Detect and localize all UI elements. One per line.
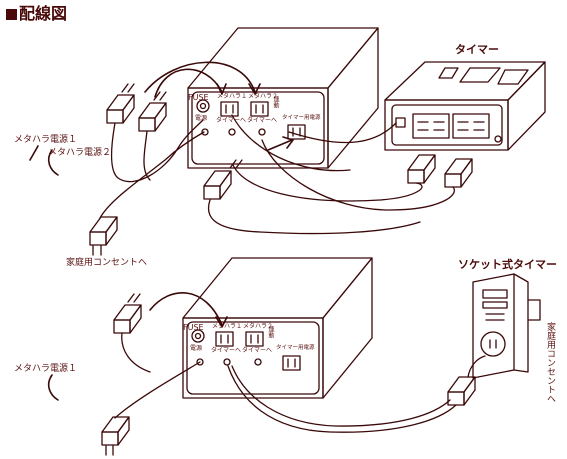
top-arrows [29,61,294,176]
top-plug-middle [203,159,243,200]
bottom-interlock-label: 連動 [267,326,274,338]
power2-label: メタハラ電源２ [48,148,112,158]
top-plugs-timer-side [407,154,473,188]
top-timer-device [384,61,546,151]
bottom-arrows [47,292,228,401]
title-square-icon [6,9,17,20]
top-to-timer1-label: タイマーへ [216,117,247,124]
bottom-to-timer1-label: タイマーへ [211,347,242,354]
bottom-fuse-label: FUSE [183,323,204,332]
bottom-plug-power1 [113,293,142,334]
socket-timer-label: ソケット式タイマー [458,258,557,271]
bottom-to-timer2-label: タイマーへ [242,347,273,354]
top-panel-controls [196,99,306,140]
bottom-power1-label: メタハラ電源１ [14,364,78,374]
top-plug-outlet [89,216,118,256]
page-title: 配線図 [6,6,67,22]
bottom-plug-timer [447,376,476,406]
top-fuse-label: FUSE [188,93,209,102]
timer-label: タイマー [455,43,499,56]
bottom-plug-outlet [101,416,130,456]
top-cords [99,114,455,235]
top-to-timer2-label: タイマーへ [247,117,278,124]
top-timer-power-label: タイマー用電源 [282,115,321,121]
top-metahara1-label: メタハラ１ [217,93,248,100]
top-plug-power1 [106,83,135,124]
title-text: 配線図 [19,4,68,23]
outlet-label: 家庭用コンセントへ [66,258,148,268]
bottom-cords [114,332,486,433]
bottom-panel-controls [191,329,301,371]
bottom-controller-box [182,257,373,399]
bottom-metahara1-label: メタハラ１ [212,323,243,330]
bottom-socket-timer [472,273,541,379]
power1-label: メタハラ電源１ [14,135,78,145]
bottom-metahara2-label: メタハラ２ [243,323,274,330]
top-metahara2-label: メタハラ２ [248,93,279,100]
top-interlock-label: 連動 [272,96,279,108]
top-power-label: 電源 [195,115,208,122]
top-plug-power2 [138,91,167,132]
bottom-timer-power-label: タイマー用電源 [276,345,315,351]
bottom-power-label: 電源 [190,345,203,352]
bottom-outlet-vertical-label: 家庭用コンセントへ [545,322,555,403]
